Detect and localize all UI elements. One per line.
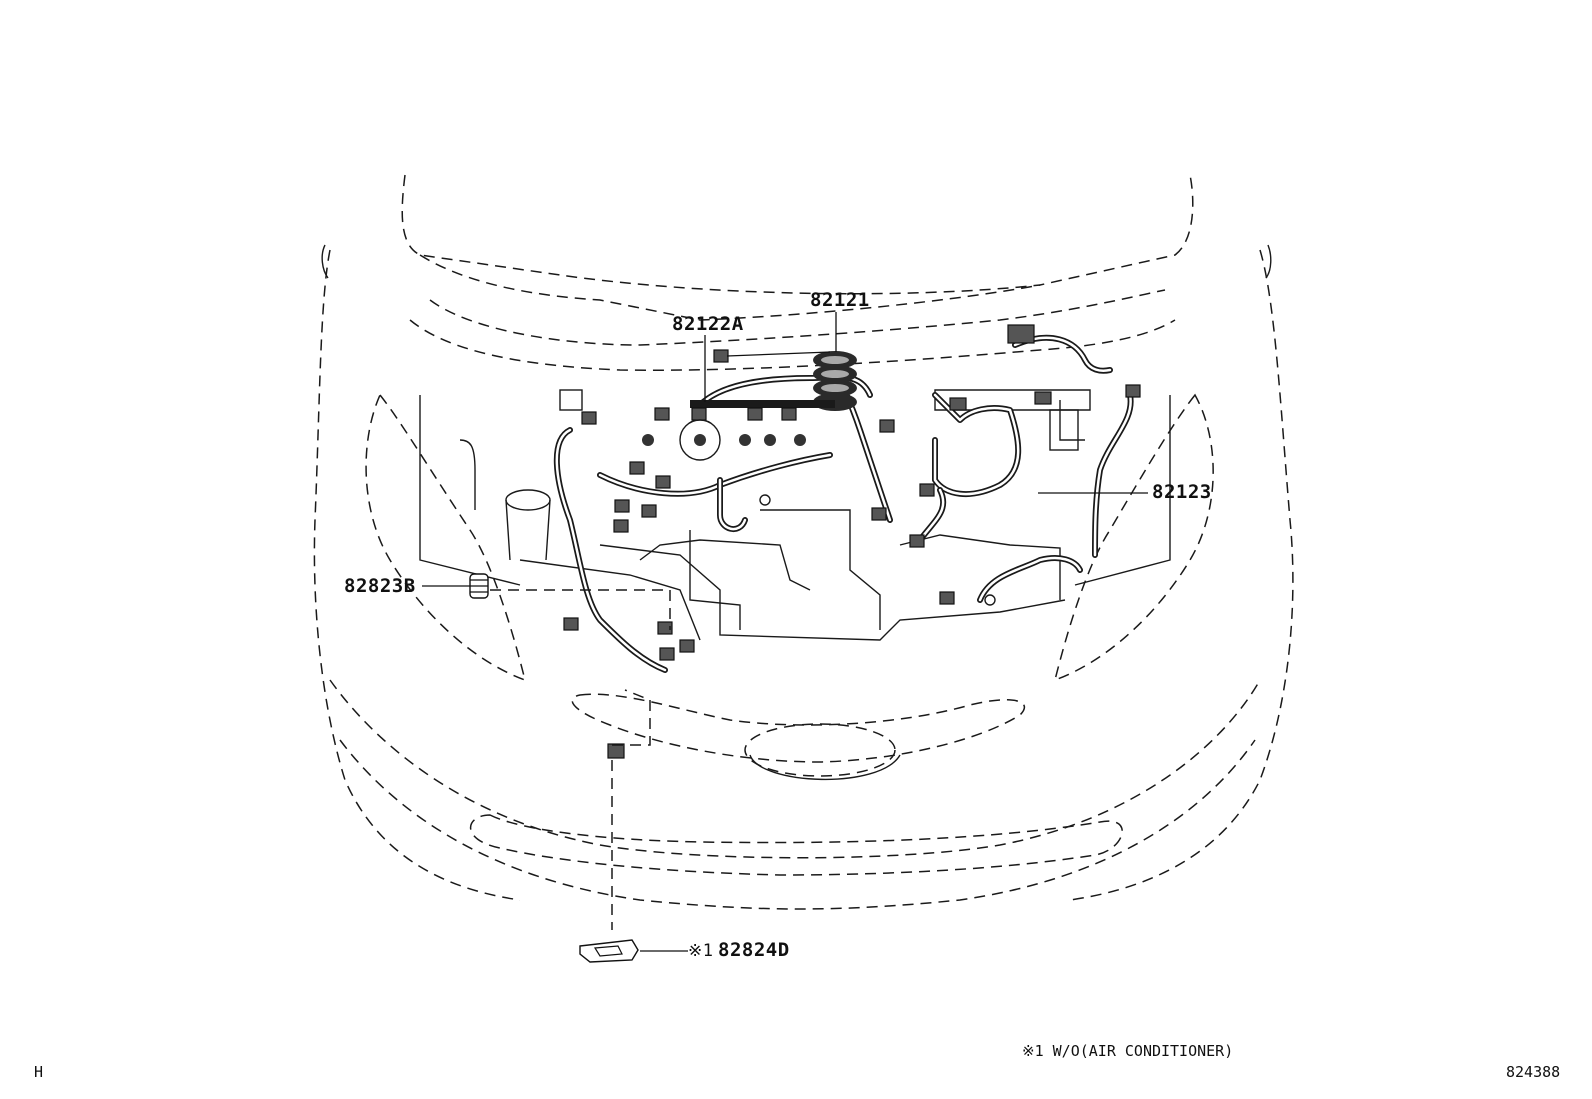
footnote: ※1 W/O(AIR CONDITIONER) — [1022, 1042, 1233, 1060]
callout-82824d: 82824D — [718, 939, 790, 961]
car-body-outline — [313, 174, 1294, 910]
grommet-82823b-leader — [490, 589, 671, 630]
grommet-82823b-icon — [469, 573, 489, 599]
callout-82122a: 82122A — [672, 313, 744, 335]
corner-mark: H — [34, 1063, 43, 1081]
engine-harness-82121 — [553, 357, 893, 673]
callout-leaders — [422, 312, 1148, 952]
callout-82824d-mark: ※1 — [688, 941, 713, 961]
illustration-number: 824388 — [1506, 1063, 1560, 1081]
bar-harness-82122a — [654, 349, 835, 421]
connectors — [563, 324, 1141, 759]
callout-82121: 82121 — [810, 289, 870, 311]
cowl-harness-82123 — [917, 334, 1134, 603]
connector-82824d-icon — [579, 939, 639, 963]
corrugated-tube-82121 — [813, 351, 857, 411]
callout-82123: 82123 — [1152, 481, 1212, 503]
connector-82824d-routing — [612, 689, 651, 746]
callout-82823b: 82823B — [344, 575, 416, 597]
engine-bay-structure — [419, 389, 1171, 641]
